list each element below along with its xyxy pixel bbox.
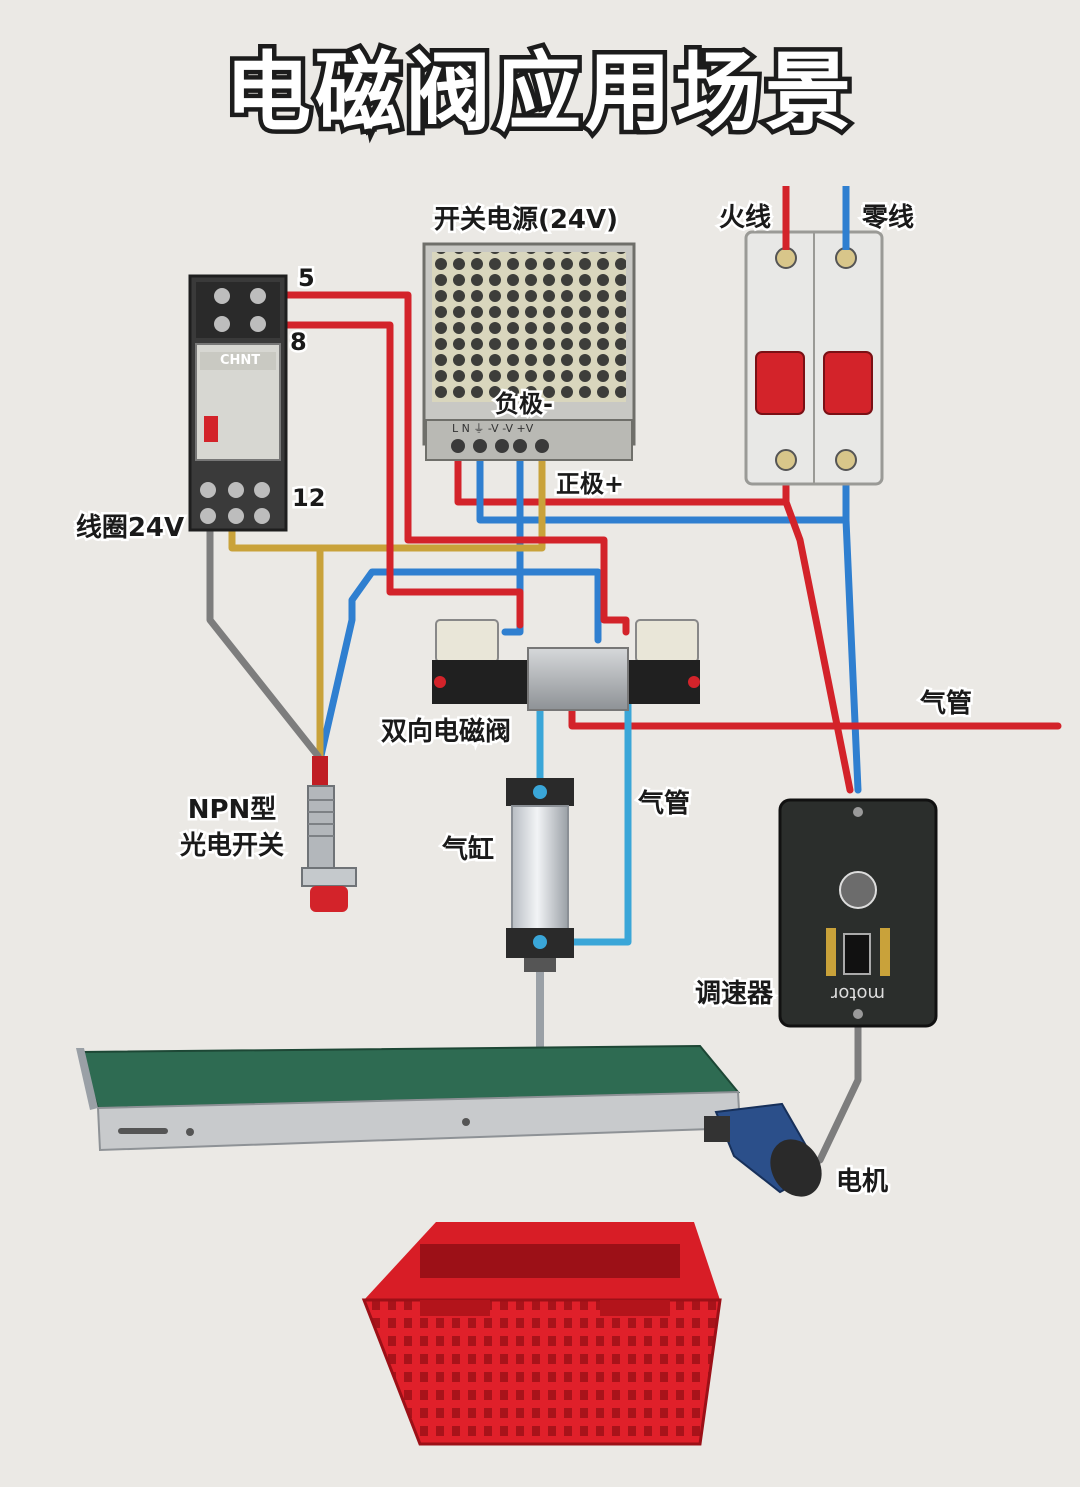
page-title: 电磁阀应用场景 — [225, 43, 855, 143]
conveyor-icon — [76, 1044, 742, 1152]
controller-brand: motor — [830, 983, 885, 1004]
relay-brand: CHNT — [220, 353, 260, 368]
neutral-wire-label: 零线 — [862, 203, 914, 233]
photoelectric-sensor-icon — [301, 756, 357, 912]
live-wire-label: 火线 — [719, 203, 771, 233]
crate-icon — [361, 1222, 722, 1446]
sensor-label-line1: NPN型 — [188, 795, 277, 825]
relay-pin-8-label: 8 — [290, 328, 307, 356]
speed-controller-icon — [778, 798, 938, 1028]
wire-blue-negative — [316, 448, 524, 764]
air-pipe-blue-right — [570, 696, 632, 946]
motor-icon — [704, 1102, 822, 1197]
negative-label: 负极- — [495, 390, 553, 418]
coil-label: 线圈24V — [76, 513, 184, 543]
svg-text:L N ⏚ -V -V +V: L N ⏚ -V -V +V — [452, 422, 534, 435]
relay-pin-12-label: 12 — [292, 484, 325, 512]
relay-pin-5-label: 5 — [298, 264, 315, 292]
wire-blue-negative-valve — [516, 568, 602, 644]
positive-label: 正极+ — [556, 470, 624, 498]
valve-label: 双向电磁阀 — [381, 716, 511, 747]
power-supply-icon: L N ⏚ -V -V +V — [422, 242, 636, 461]
wire-red-relay-5 — [264, 291, 630, 636]
wire-red-controller — [782, 498, 854, 794]
solenoid-valve-icon — [432, 619, 700, 711]
power-supply-label: 开关电源(24V) — [434, 205, 618, 235]
air-pipe-cylinder-label: 气管 — [637, 788, 690, 819]
breaker-icon — [744, 230, 884, 486]
wire-gray-sensor-signal — [206, 516, 322, 760]
wire-blue-controller — [842, 516, 862, 794]
wire-blue-psu-neutral — [476, 448, 850, 524]
cylinder-label: 气缸 — [441, 834, 494, 865]
speed-controller-label: 调速器 — [695, 979, 774, 1009]
motor-label: 电机 — [836, 1167, 888, 1197]
sensor-label-line2: 光电开关 — [179, 831, 284, 861]
wire-red-relay-8 — [264, 321, 524, 629]
relay-icon — [188, 274, 288, 532]
air-pipe-right-label: 气管 — [919, 688, 972, 719]
